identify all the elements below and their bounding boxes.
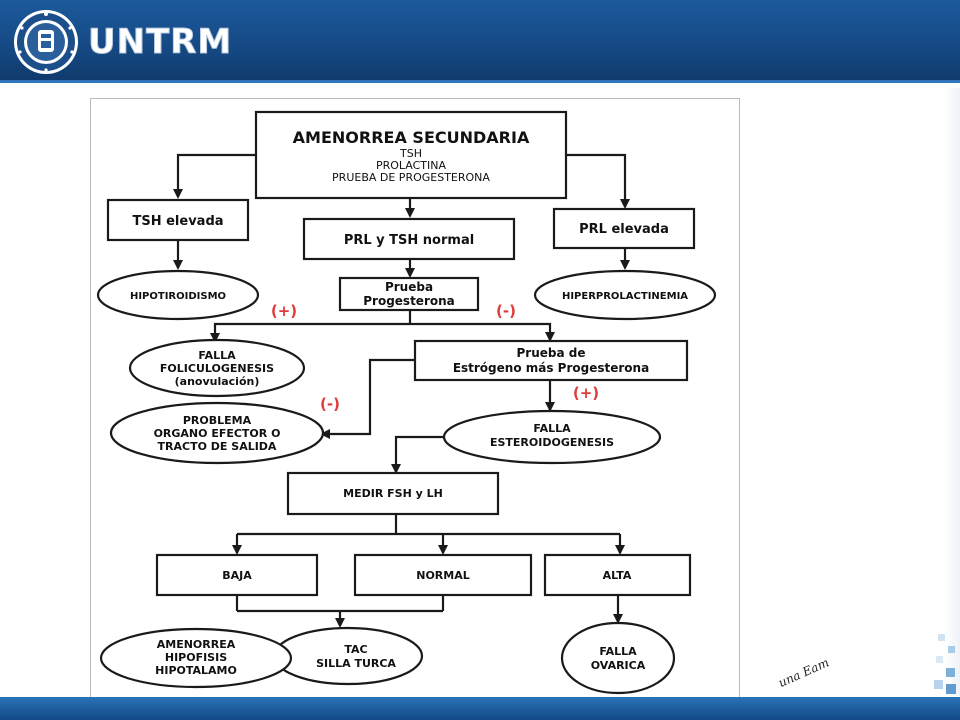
node-prl-tsh-normal: PRL y TSH normal [302, 217, 516, 261]
prueba-estrogeno-line-2: Estrógeno más Progesterona [453, 361, 649, 375]
prueba-progesterona-line-2: Progesterona [363, 294, 455, 308]
prl-tsh-normal-label: PRL y TSH normal [344, 233, 474, 248]
footer-bar [0, 697, 960, 720]
node-medir-fsh-lh: MEDIR FSH y LH [286, 471, 500, 516]
tsh-elevada-label: TSH elevada [132, 214, 223, 229]
node-falla-esteroidogenesis: FALLA ESTEROIDOGENESIS [442, 409, 662, 465]
node-prl-elevada: PRL elevada [552, 207, 696, 250]
node-problema-organo: PROBLEMA ORGANO EFECTOR O TRACTO DE SALI… [109, 401, 325, 465]
falla-esteroidogenesis-line-2: ESTEROIDOGENESIS [490, 436, 614, 449]
slide-edge [944, 88, 960, 696]
root-line-2: PROLACTINA [376, 159, 447, 172]
alta-label: ALTA [603, 569, 632, 582]
connectors [173, 153, 630, 628]
prueba-estrogeno-line-1: Prueba de [517, 346, 586, 360]
falla-foliculogenesis-line-2: FOLICULOGENESIS [160, 362, 274, 375]
node-amenorrea-secundaria: AMENORREA SECUNDARIA TSH PROLACTINA PRUE… [254, 110, 568, 200]
node-falla-foliculogenesis: FALLA FOLICULOGENESIS (anovulación) [128, 338, 306, 398]
node-falla-ovarica: FALLA OVARICA [560, 621, 676, 695]
sign-minus-progesterona: (-) [496, 302, 516, 320]
node-prueba-estrogeno: Prueba de Estrógeno más Progesterona [413, 339, 689, 382]
node-hipotiroidismo: HIPOTIROIDISMO [96, 269, 260, 321]
sign-plus-estrogeno: (+) [573, 384, 599, 402]
university-seal-icon [14, 10, 78, 74]
falla-ovarica-line-1: FALLA [599, 645, 637, 658]
prl-elevada-label: PRL elevada [579, 222, 669, 237]
root-line-3: PRUEBA DE PROGESTERONA [332, 171, 490, 184]
brand-wordmark: UNTRM [87, 22, 233, 63]
node-tsh-elevada: TSH elevada [106, 198, 250, 242]
header-bar: UNTRM [0, 0, 960, 83]
normal-label: NORMAL [416, 569, 470, 582]
amenorrea-line-3: HIPOTALAMO [155, 664, 237, 677]
medir-label: MEDIR FSH y LH [343, 487, 443, 500]
node-hiperprolactinemia: HIPERPROLACTINEMIA [533, 269, 717, 321]
hiperprolactinemia-label: HIPERPROLACTINEMIA [562, 291, 688, 302]
falla-foliculogenesis-line-1: FALLA [198, 349, 236, 362]
node-alta: ALTA [543, 553, 692, 597]
tac-line-1: TAC [344, 643, 367, 656]
decorative-squares-icon [934, 634, 956, 694]
prueba-progesterona-line-1: Prueba [385, 280, 433, 294]
tac-line-2: SILLA TURCA [316, 657, 396, 670]
header-stripe [0, 80, 960, 83]
falla-esteroidogenesis-line-1: FALLA [533, 422, 571, 435]
node-normal: NORMAL [353, 553, 533, 597]
falla-foliculogenesis-line-3: (anovulación) [175, 375, 260, 388]
amenorrea-line-2: HIPOFISIS [165, 651, 227, 664]
amenorrea-line-1: AMENORREA [157, 638, 236, 651]
problema-line-3: TRACTO DE SALIDA [158, 440, 277, 453]
node-amenorrea-hipofisis: AMENORREA HIPOFISIS HIPOTALAMO [99, 627, 293, 689]
falla-ovarica-line-2: OVARICA [591, 659, 646, 672]
root-title: AMENORREA SECUNDARIA [293, 128, 530, 147]
problema-line-2: ORGANO EFECTOR O [154, 427, 281, 440]
problema-line-1: PROBLEMA [183, 414, 252, 427]
node-prueba-progesterona: Prueba Progesterona [338, 276, 480, 312]
sign-minus-estrogeno: (-) [320, 395, 340, 413]
node-baja: BAJA [155, 553, 319, 597]
sign-plus-progesterona: (+) [271, 302, 297, 320]
baja-label: BAJA [222, 569, 252, 582]
root-line-1: TSH [399, 147, 422, 160]
hipotiroidismo-label: HIPOTIROIDISMO [130, 291, 226, 302]
node-tac-silla-turca: TAC SILLA TURCA [272, 626, 424, 686]
